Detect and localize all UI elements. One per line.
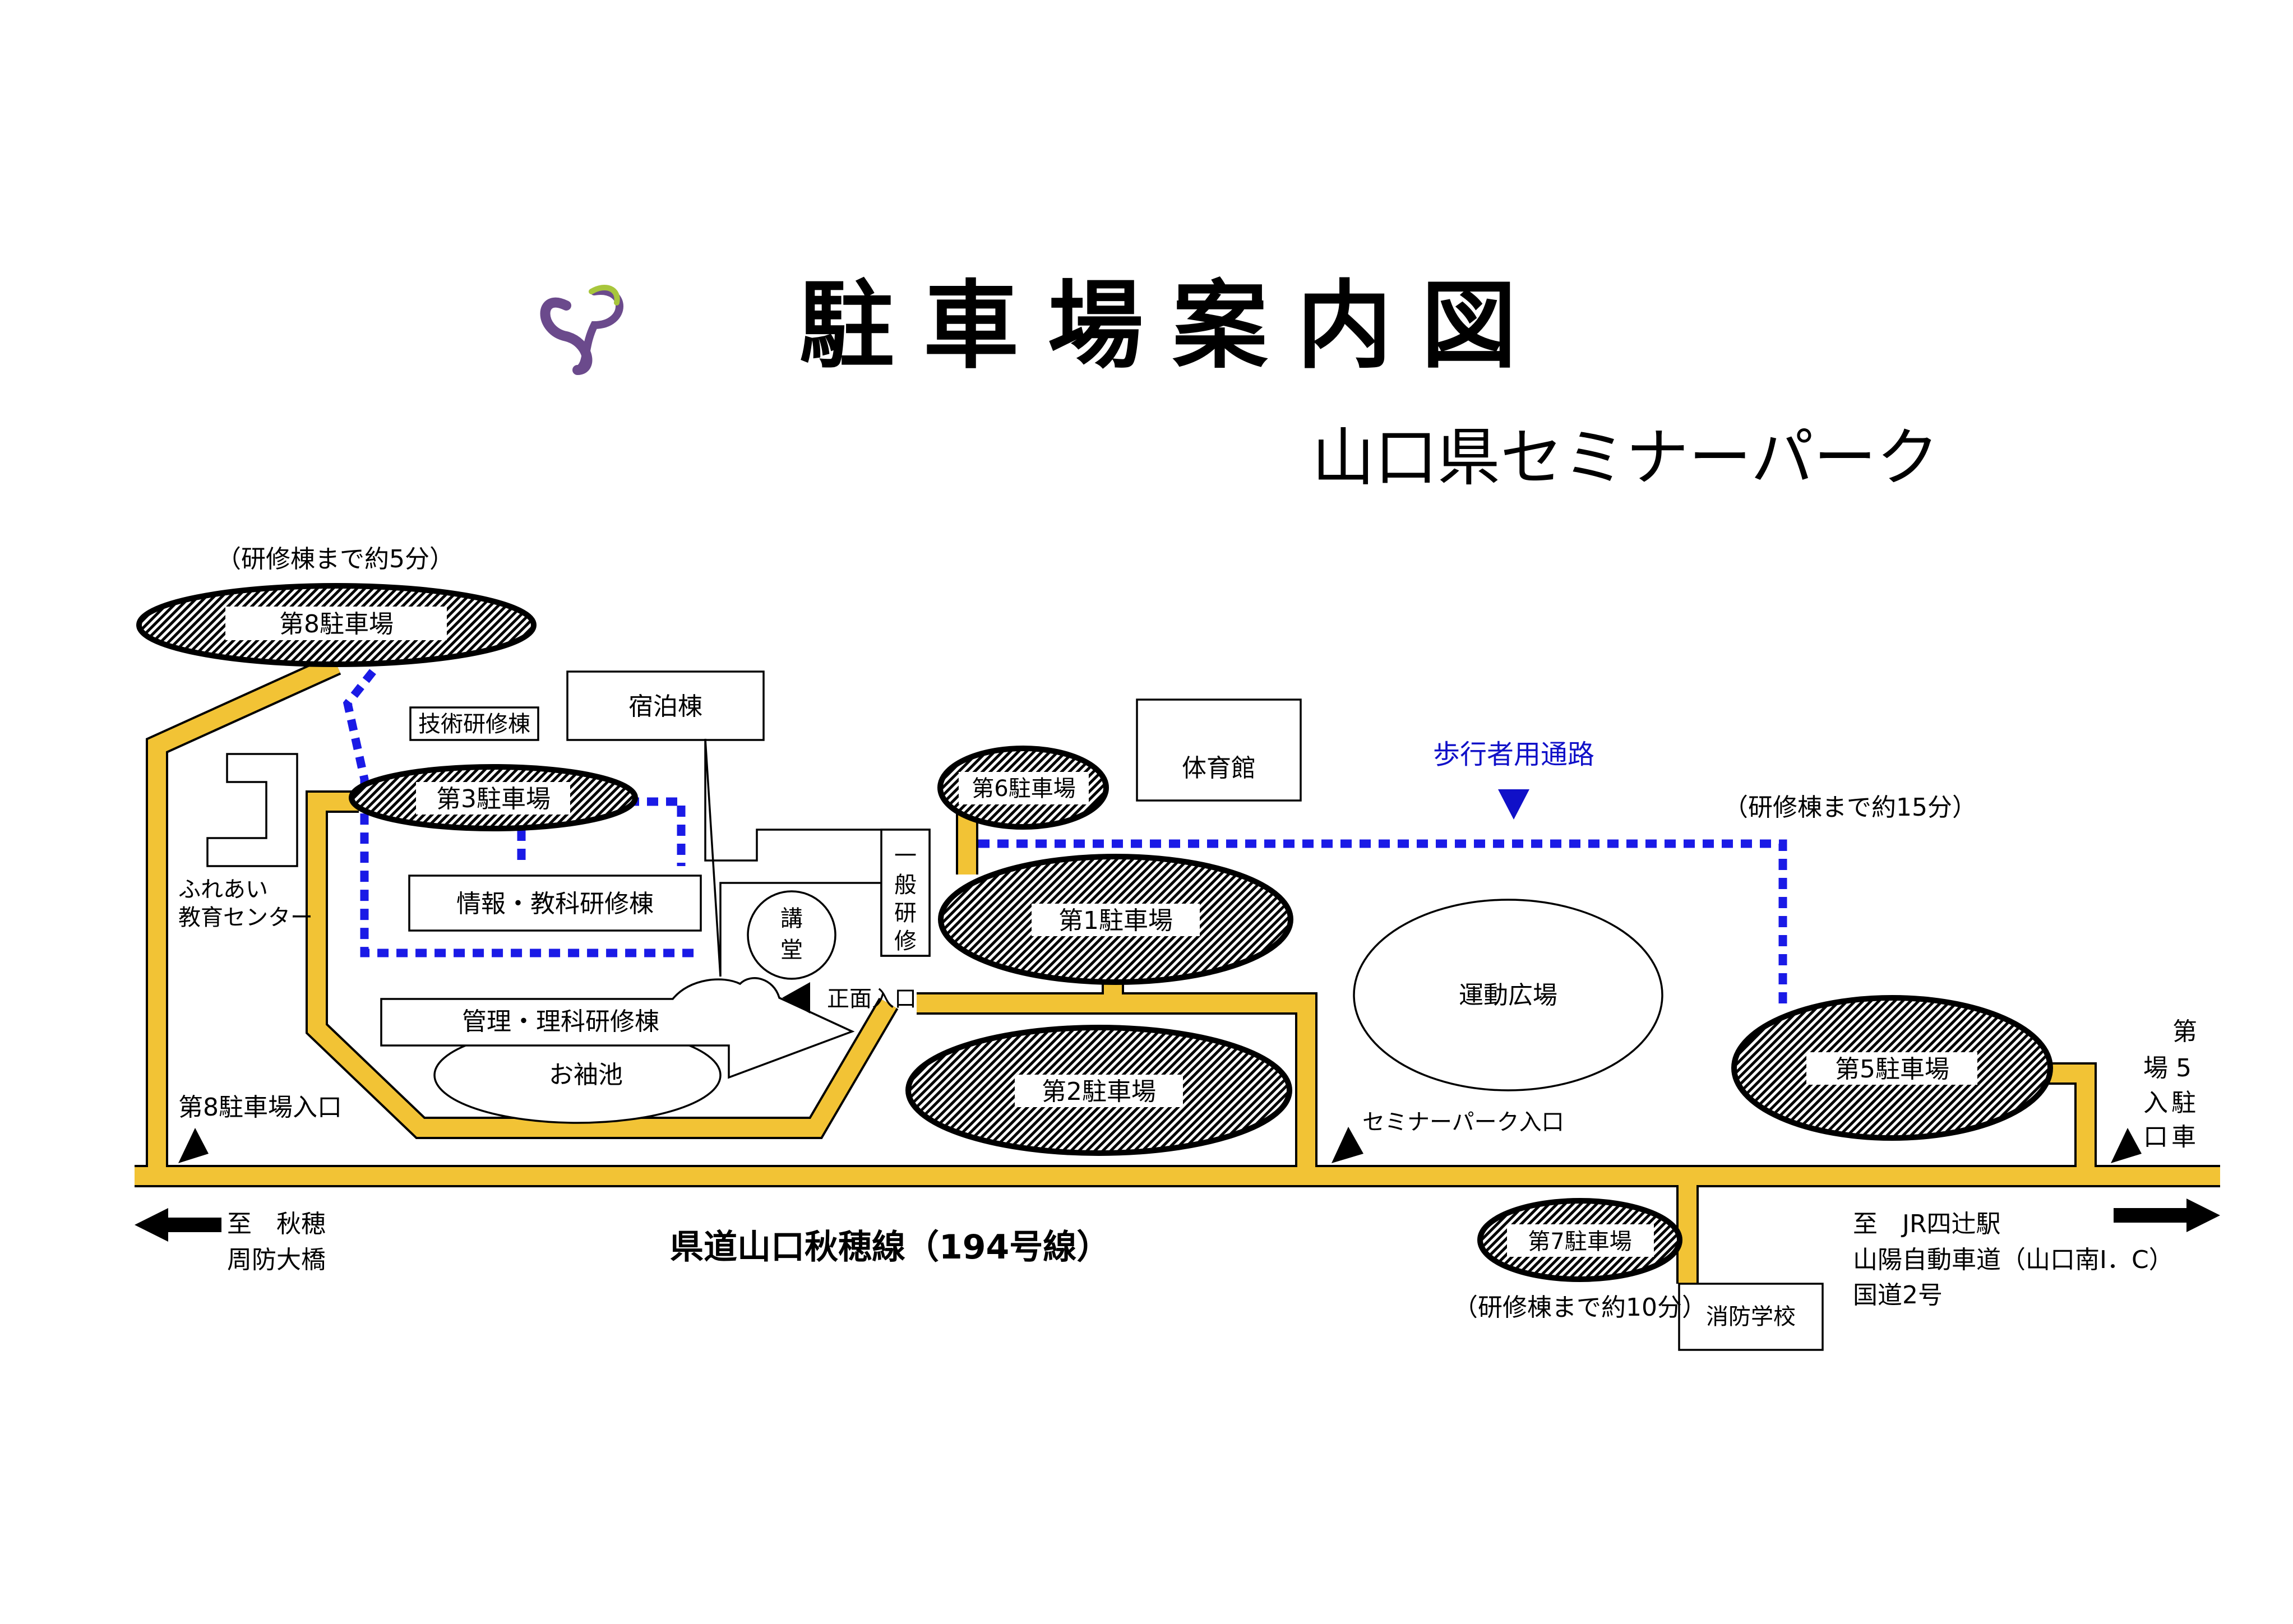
gijutsu-building [409,706,539,741]
lot5-entrance-char-7: 車 [2171,1123,2196,1151]
lot5-time-note: （研修棟まで約15分） [1723,793,1977,822]
undo-field [1353,899,1663,1091]
road-name: 県道山口秋穂線（194号線） [670,1228,1110,1267]
lot5-entrance-char-4: 入 [2143,1089,2168,1117]
parking-lot-6-label: 第6駐車場 [972,776,1075,802]
seminar-park-logo-icon [540,284,623,375]
taiikukan-label: 体育館 [1182,754,1256,783]
lot5-entrance-char-2: 場 [2143,1054,2168,1082]
joho-label: 情報・教科研修棟 [456,890,654,918]
fureai-label-2: 教育センター [178,905,313,931]
parking-lot-5-label: 第5駐車場 [1835,1055,1949,1084]
parking-lot-3[interactable]: 第3駐車場 [349,764,638,831]
shukuhaku-label: 宿泊棟 [628,692,702,721]
main-entrance: 正面入口 [782,982,917,1014]
seminar-entrance: セミナーパーク入口 [1332,1109,1564,1163]
parking-lot-7-label: 第7駐車場 [1528,1229,1631,1255]
kanri-label: 管理・理科研修棟 [462,1007,659,1036]
kanri-building [380,977,855,1079]
ippan-label-4: 修 [894,928,917,954]
east-direction-line-2: 山陽自動車道（山口南I．C） [1853,1246,2174,1274]
east-direction-line-3: 国道2号 [1853,1281,1943,1310]
pedestrian-walkway [343,669,1787,1003]
kodo-label-1: 講 [780,906,803,932]
lot8-time-note: （研修棟まで約5分） [216,545,454,573]
shobo-label: 消防学校 [1706,1304,1796,1330]
page-subtitle: 山口県セミナーパーク [1312,422,1939,494]
parking-lot-5[interactable]: 第5駐車場 [1731,995,2053,1141]
pond-label: お袖池 [549,1061,623,1089]
parking-lot-6[interactable]: 第6駐車場 [937,746,1109,830]
ippan-building [880,829,931,957]
entrance-triangle-icon [782,982,810,1014]
arrow-left-icon [135,1208,221,1242]
shobo-building [1678,1283,1824,1351]
parking-lot-2-label: 第2駐車場 [1042,1077,1156,1106]
main-entrance-label: 正面入口 [827,986,917,1012]
seminar-entrance-label: セミナーパーク入口 [1362,1109,1564,1135]
lot8-entrance: 第8駐車場入口 [178,1093,342,1163]
lot5-entrance-char-5: 駐 [2171,1089,2196,1117]
lot7-time-note: （研修棟まで約10分） [1453,1293,1707,1322]
entrance-triangle-icon [178,1128,209,1163]
parking-lot-3-label: 第3駐車場 [436,785,551,813]
walkway-label: 歩行者用通路 [1433,739,1594,770]
parking-lot-1[interactable]: 第1駐車場 [938,854,1293,985]
parking-lot-8[interactable]: 第8駐車場 [136,583,537,667]
west-direction-line-1: 至 秋穂 [227,1210,326,1238]
parking-lot-7[interactable]: 第7駐車場 [1477,1198,1682,1282]
parking-lot-8-label: 第8駐車場 [279,610,394,639]
lot5-entrance-char-6: 口 [2143,1123,2168,1151]
west-direction: 至 秋穂 周防大橋 [135,1208,326,1274]
west-direction-line-2: 周防大橋 [227,1246,326,1274]
lot5-entrance: 第 場 5 入 駐 口 車 [2111,1017,2197,1163]
lot5-entrance-char-1: 第 [2172,1017,2197,1046]
taiikukan-building [1136,698,1302,802]
parking-lot-2[interactable]: 第2駐車場 [905,1025,1292,1156]
undo-label: 運動広場 [1459,981,1557,1010]
joho-building [408,875,702,932]
ippan-label-2: 般 [894,872,917,898]
ippan-label-1: 一 [894,843,917,869]
east-direction-line-1: 至 JR四辻駅 [1853,1210,2001,1238]
kodo-building [747,890,836,980]
lot5-entrance-char-3: 5 [2176,1054,2192,1082]
entrance-triangle-icon [1332,1127,1363,1163]
kodo-label-2: 堂 [780,937,803,963]
walkway-triangle-icon [1498,789,1529,820]
arrow-right-icon [2114,1199,2220,1232]
ippan-label-3: 研 [894,900,917,926]
page-title: 駐車場案内図 [799,271,1546,382]
parking-lot-1-label: 第1駐車場 [1058,906,1173,935]
east-direction: 至 JR四辻駅 山陽自動車道（山口南I．C） 国道2号 [1853,1199,2220,1310]
entrance-triangle-icon [2111,1128,2142,1163]
lot8-entrance-label: 第8駐車場入口 [178,1093,342,1122]
gijutsu-label: 技術研修棟 [418,711,530,737]
fureai-building [206,753,298,867]
fureai-label-1: ふれあい [178,877,268,903]
shukuhaku-building [566,670,765,741]
